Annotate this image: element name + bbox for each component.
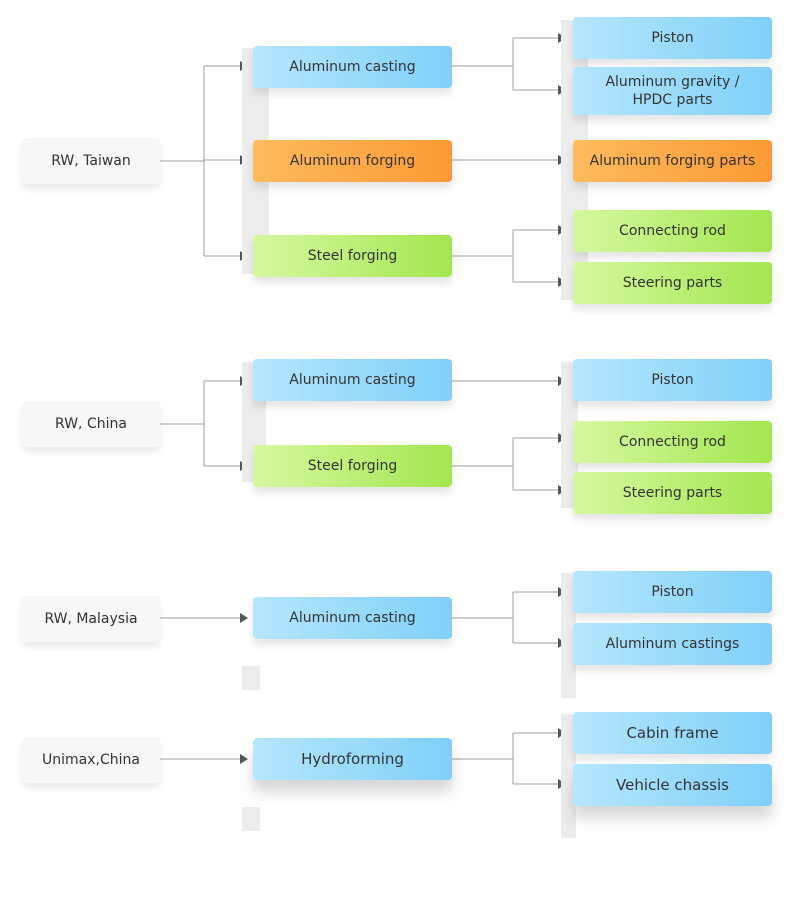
product-steering-parts: Steering parts (573, 472, 772, 514)
process-aluminum-casting: Aluminum casting (253, 597, 452, 639)
product-vehicle-chassis: Vehicle chassis (573, 764, 772, 806)
process-column-bar (242, 807, 260, 831)
process-aluminum-casting: Aluminum casting (253, 359, 452, 401)
product-piston: Piston (573, 17, 772, 59)
process-steel-forging: Steel forging (253, 235, 452, 277)
source-rw-malaysia: RW, Malaysia (22, 596, 160, 642)
product-aluminum-forging-parts: Aluminum forging parts (573, 140, 772, 182)
source-rw-china: RW, China (22, 401, 160, 447)
source-rw-taiwan: RW, Taiwan (22, 138, 160, 184)
process-aluminum-casting: Aluminum casting (253, 46, 452, 88)
process-steel-forging: Steel forging (253, 445, 452, 487)
product-connecting-rod: Connecting rod (573, 421, 772, 463)
product-column-bar (561, 573, 576, 698)
product-piston: Piston (573, 359, 772, 401)
product-aluminum-castings: Aluminum castings (573, 623, 772, 665)
product-aluminum-gravity-hpdc-parts: Aluminum gravity / HPDC parts (573, 67, 772, 115)
product-column-bar (561, 714, 576, 838)
product-cabin-frame: Cabin frame (573, 712, 772, 754)
process-aluminum-forging: Aluminum forging (253, 140, 452, 182)
arrow-head (240, 613, 248, 623)
product-steering-parts: Steering parts (573, 262, 772, 304)
product-connecting-rod: Connecting rod (573, 210, 772, 252)
arrow-head (240, 754, 248, 764)
product-piston: Piston (573, 571, 772, 613)
process-hydroforming: Hydroforming (253, 738, 452, 780)
process-column-bar (242, 666, 260, 690)
source-unimax-china: Unimax,China (22, 737, 160, 783)
